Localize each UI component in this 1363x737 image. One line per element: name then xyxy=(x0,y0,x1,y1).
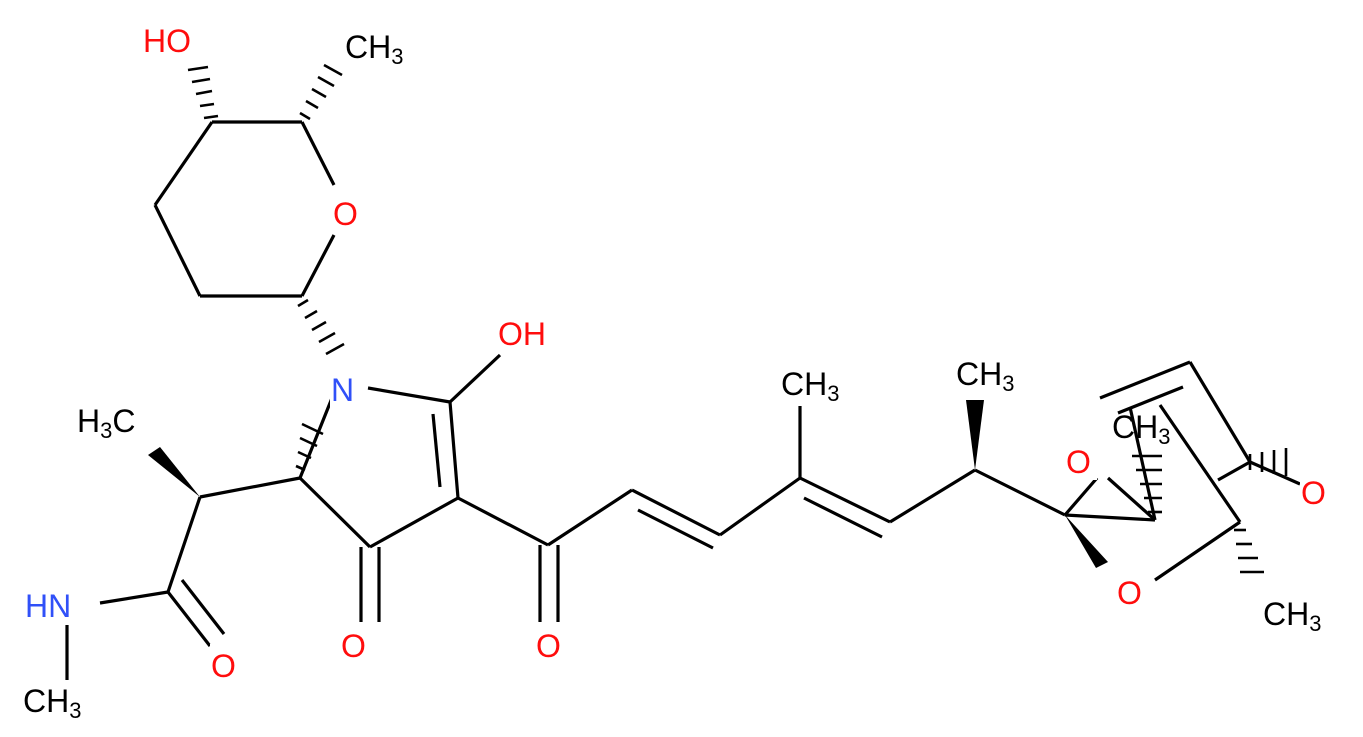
hashed-bond xyxy=(297,298,309,308)
bond xyxy=(298,397,334,479)
ring-oxygen-label: O xyxy=(1117,575,1142,611)
carbonyl-oxygen-label: O xyxy=(536,628,561,664)
hashed-bond xyxy=(325,342,345,356)
bond xyxy=(1117,385,1184,415)
hydroxyl-label: HO xyxy=(143,23,191,59)
hashed-bond xyxy=(187,65,209,72)
methyl-label: CH3 xyxy=(781,366,839,406)
hashed-bond xyxy=(323,63,343,77)
methyl-label: CH3 xyxy=(345,29,403,69)
bond xyxy=(1217,460,1251,482)
amide-oxygen-label: O xyxy=(211,648,236,684)
bond xyxy=(637,508,714,550)
ring-oxygen-label: O xyxy=(333,196,358,232)
methyl-label: H3C xyxy=(77,403,135,443)
bond xyxy=(298,476,372,549)
wedge-layer xyxy=(148,400,1108,568)
amide-nitrogen-label: HN xyxy=(25,588,71,624)
bond xyxy=(1158,404,1242,523)
carbonyl-oxygen-label: O xyxy=(341,628,366,664)
bond xyxy=(1188,361,1252,463)
methyl-label: CH3 xyxy=(1263,596,1321,636)
hashed-bond xyxy=(299,436,318,448)
bond xyxy=(719,476,801,537)
bond xyxy=(631,488,721,537)
hashed-bond xyxy=(191,77,211,84)
hash-layer xyxy=(187,63,1288,574)
methyl-label: CH3 xyxy=(23,683,81,723)
ring-nitrogen-label: N xyxy=(331,372,354,408)
atom-label-layer: HO CH3 O OH N H3C O HN O CH3 O CH3 xyxy=(22,20,1342,725)
ring-oxygen-label: O xyxy=(1066,444,1091,480)
bond xyxy=(199,476,301,499)
ring-oxygen-label: O xyxy=(1301,475,1326,511)
hashed-bond xyxy=(199,102,215,108)
wedge-bond xyxy=(1065,515,1108,568)
bond xyxy=(367,386,451,404)
bond-layer xyxy=(65,120,1301,680)
bond xyxy=(153,121,214,206)
hashed-bond xyxy=(301,422,324,436)
bond xyxy=(457,496,549,547)
hydroxyl-label: OH xyxy=(498,316,546,352)
bond xyxy=(99,590,169,605)
bond xyxy=(1106,476,1157,522)
hashed-bond xyxy=(195,89,213,96)
hashed-bond xyxy=(318,331,336,344)
methyl-label: CH3 xyxy=(1112,409,1170,449)
hashed-bond xyxy=(311,320,327,332)
bond xyxy=(1154,520,1241,582)
hashed-bond xyxy=(203,114,219,120)
bond xyxy=(1063,476,1099,517)
bond xyxy=(803,496,883,539)
wedge-bond xyxy=(966,400,984,470)
bond xyxy=(799,476,891,524)
bond xyxy=(974,468,1066,517)
bond xyxy=(1099,360,1191,400)
hashed-bond xyxy=(305,99,319,110)
bond xyxy=(180,579,226,635)
bond xyxy=(300,121,336,186)
hashed-bond xyxy=(295,464,306,472)
methyl-label: CH3 xyxy=(956,356,1014,396)
bond xyxy=(547,488,633,547)
bond xyxy=(889,468,976,524)
wedge-bond xyxy=(148,447,200,497)
bond xyxy=(369,496,459,549)
bond xyxy=(448,401,460,499)
bond xyxy=(153,204,202,297)
bond xyxy=(166,591,212,647)
bond xyxy=(166,496,202,593)
bond xyxy=(448,353,502,404)
hashed-bond xyxy=(304,309,318,320)
hashed-bond xyxy=(299,111,311,121)
bond xyxy=(431,413,442,488)
hashed-bond xyxy=(311,87,327,99)
hashed-bond xyxy=(317,75,335,88)
hashed-bond xyxy=(297,450,312,460)
bond xyxy=(1128,406,1157,521)
bond xyxy=(1064,513,1156,522)
bond xyxy=(300,234,336,297)
